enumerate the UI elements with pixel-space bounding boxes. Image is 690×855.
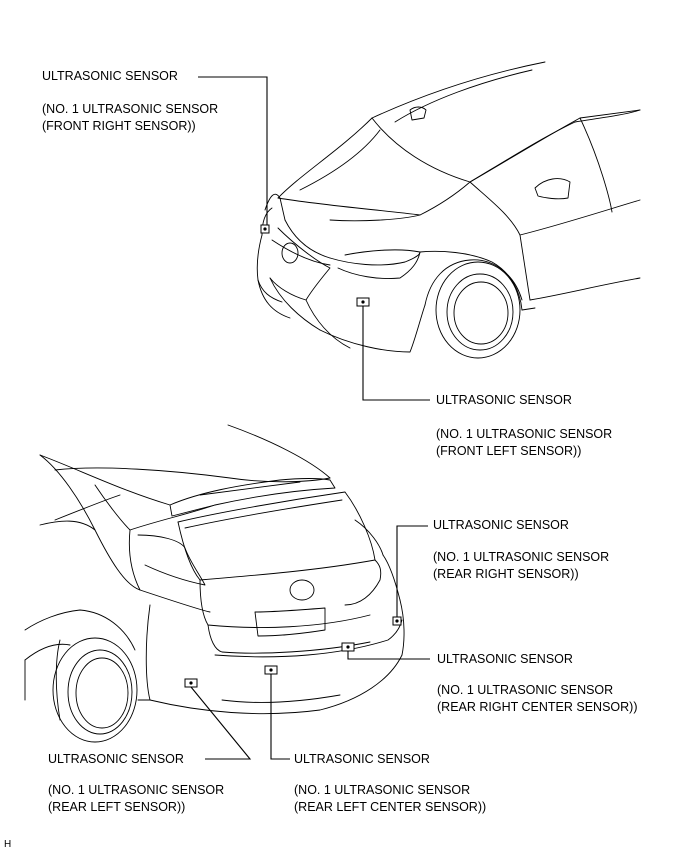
rear-right-sensor-desc-1: (NO. 1 ULTRASONIC SENSOR [433, 550, 610, 564]
rear-right-center-sensor-icon [341, 642, 355, 652]
rear-left-center-sensor-title: ULTRASONIC SENSOR [294, 752, 430, 766]
rear-right-center-leader-line [347, 651, 430, 660]
front-right-sensor-label: ULTRASONIC SENSOR (NO. 1 ULTRASONIC SENS… [42, 68, 218, 135]
rear-right-sensor-title: ULTRASONIC SENSOR [433, 518, 569, 532]
front-left-leader-line [362, 306, 430, 401]
front-right-sensor-icon [260, 224, 270, 234]
rear-vehicle-illustration [24, 424, 405, 743]
rear-right-sensor-label: ULTRASONIC SENSOR (NO. 1 ULTRASONIC SENS… [433, 517, 609, 583]
rear-left-sensor-desc-1: (NO. 1 ULTRASONIC SENSOR [48, 783, 225, 797]
rear-right-center-sensor-desc-1: (NO. 1 ULTRASONIC SENSOR [437, 683, 614, 697]
rear-left-sensor-icon [184, 678, 198, 688]
rear-right-center-sensor-title: ULTRASONIC SENSOR [437, 652, 573, 666]
front-right-leader-line [198, 76, 268, 225]
rear-left-center-sensor-icon [264, 665, 278, 675]
front-left-sensor-icon [356, 297, 370, 307]
rear-left-center-leader-line [270, 674, 290, 760]
rear-right-center-sensor-label: ULTRASONIC SENSOR (NO. 1 ULTRASONIC SENS… [437, 651, 637, 716]
front-right-sensor-desc-2: (FRONT RIGHT SENSOR)) [42, 119, 196, 133]
rear-left-leader-line [190, 686, 252, 760]
rear-right-sensor-desc-2: (REAR RIGHT SENSOR)) [433, 567, 579, 581]
rear-left-center-sensor-label: ULTRASONIC SENSOR (NO. 1 ULTRASONIC SENS… [294, 751, 486, 816]
front-left-sensor-desc-2: (FRONT LEFT SENSOR)) [436, 444, 582, 458]
rear-left-sensor-desc-2: (REAR LEFT SENSOR)) [48, 800, 186, 814]
front-left-sensor-label: ULTRASONIC SENSOR (NO. 1 ULTRASONIC SENS… [436, 392, 612, 460]
front-right-sensor-desc-1: (NO. 1 ULTRASONIC SENSOR [42, 102, 219, 116]
rear-right-center-sensor-desc-2: (REAR RIGHT CENTER SENSOR)) [437, 700, 638, 714]
rear-right-sensor-icon [392, 616, 402, 626]
front-left-sensor-title: ULTRASONIC SENSOR [436, 393, 572, 407]
rear-left-center-sensor-desc-2: (REAR LEFT CENTER SENSOR)) [294, 800, 487, 814]
front-left-sensor-desc-1: (NO. 1 ULTRASONIC SENSOR [436, 427, 613, 441]
rear-left-center-sensor-desc-1: (NO. 1 ULTRASONIC SENSOR [294, 783, 471, 797]
rear-right-leader-line [396, 525, 428, 617]
corner-code: H [4, 839, 12, 850]
rear-left-sensor-label: ULTRASONIC SENSOR (NO. 1 ULTRASONIC SENS… [48, 751, 224, 816]
front-vehicle-illustration [256, 61, 641, 359]
rear-left-sensor-title: ULTRASONIC SENSOR [48, 752, 184, 766]
front-right-sensor-title: ULTRASONIC SENSOR [42, 69, 178, 83]
